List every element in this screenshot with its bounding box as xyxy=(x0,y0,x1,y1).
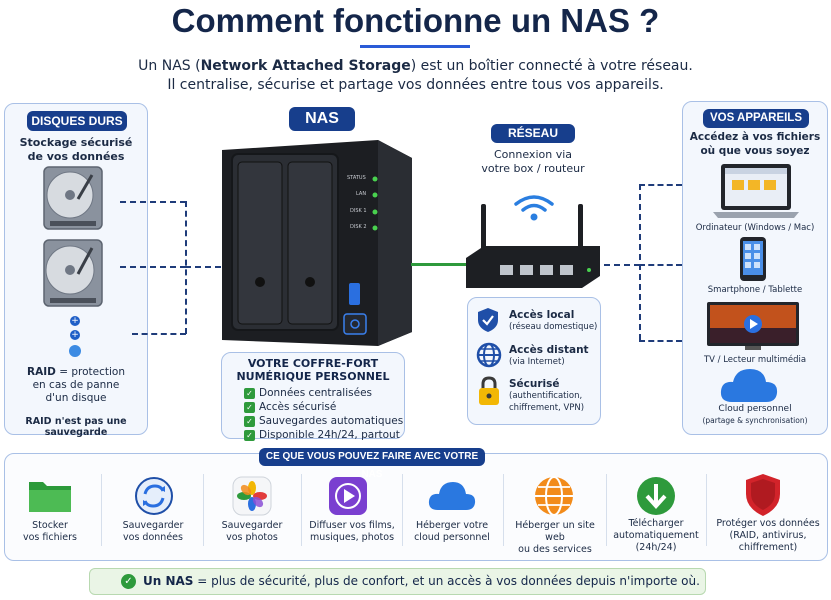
lock-icon xyxy=(479,376,499,405)
connector-line xyxy=(639,340,682,342)
play-icon xyxy=(329,477,367,515)
separator xyxy=(301,474,302,546)
indicator-label: LAN xyxy=(356,191,367,197)
indicator-label: DISK 1 xyxy=(350,208,367,214)
photos-icon xyxy=(232,476,272,516)
check-icon: ✓ xyxy=(244,415,255,427)
feature-item: ✓Données centralisées xyxy=(244,386,403,400)
uses-badge: CE QUE VOUS POUVEZ FAIRE AVEC VOTRE NAS xyxy=(259,448,485,480)
vault-features: ✓Données centralisées ✓Accès sécurisé ✓S… xyxy=(244,386,403,442)
laptop-icon xyxy=(713,164,799,218)
remote-access: Accès distant (via Internet) xyxy=(509,344,589,367)
page-subtitle: Un NAS (Network Attached Storage) est un… xyxy=(138,58,693,93)
separator xyxy=(203,474,204,546)
feature-item: ✓Disponible 24h/24, partout xyxy=(244,428,403,442)
phone-label: Smartphone / Tablette xyxy=(707,285,803,295)
connector-line xyxy=(120,266,186,268)
sync-backup-icon xyxy=(135,477,173,515)
separator xyxy=(503,474,504,546)
footer-text: Un NAS = plus de sécurité, plus de confo… xyxy=(143,574,700,588)
secure-access: Sécurisé (authentification, chiffrement,… xyxy=(509,378,585,413)
connector-line xyxy=(185,266,221,268)
hard-disk-icon xyxy=(43,166,103,230)
check-icon: ✓ xyxy=(244,401,255,413)
connector-line xyxy=(604,264,640,266)
connector-line xyxy=(639,264,682,266)
raid-warning: RAID n'est pas une sauvegarde xyxy=(25,416,127,438)
connector-line xyxy=(639,184,682,186)
nas-badge: NAS xyxy=(289,107,355,131)
add-disk-icon: + xyxy=(70,316,80,326)
disks-badge: DISQUES DURS xyxy=(27,111,127,131)
hard-disk-icon xyxy=(43,239,103,307)
connector-line xyxy=(639,184,641,340)
smartphone-icon xyxy=(740,237,766,281)
tv-label: TV / Lecteur multimédia xyxy=(703,355,807,365)
cloud-label: Cloud personnel (partage & synchronisati… xyxy=(702,404,808,425)
check-icon: ✓ xyxy=(244,387,255,399)
add-disk-icon: + xyxy=(70,330,80,340)
page-title: Comment fonctionne un NAS ? xyxy=(171,2,660,39)
shield-protect-icon xyxy=(746,474,780,516)
connector-line xyxy=(120,201,186,203)
shield-icon xyxy=(478,308,498,332)
web-globe-icon xyxy=(535,476,573,516)
raid-description: RAID = protection en cas de panne d'un d… xyxy=(27,366,125,404)
check-icon: ✓ xyxy=(244,429,255,441)
wifi-icon xyxy=(514,195,554,221)
cloud-icon xyxy=(428,482,476,510)
router-device xyxy=(466,204,600,288)
ethernet-cable xyxy=(411,263,469,266)
separator xyxy=(706,474,707,546)
download-icon xyxy=(637,477,675,515)
footer-banner xyxy=(89,568,706,595)
tv-icon xyxy=(707,302,799,350)
separator xyxy=(402,474,403,546)
separator xyxy=(101,474,102,546)
uses-panel xyxy=(4,453,828,561)
folder-icon xyxy=(29,482,71,512)
indicator-label: STATUS xyxy=(347,175,366,181)
devices-badge: VOS APPAREILS xyxy=(703,109,809,128)
connector-line xyxy=(132,333,186,335)
use-stream-media: Diffuser vos films,musiques, photos xyxy=(309,520,395,543)
feature-item: ✓Accès sécurisé xyxy=(244,400,403,414)
cloud-icon xyxy=(720,369,778,402)
computer-label: Ordinateur (Windows / Mac) xyxy=(695,223,815,233)
local-access: Accès local (réseau domestique) xyxy=(509,309,598,332)
globe-icon xyxy=(476,342,502,368)
title-underline xyxy=(360,45,470,48)
nas-device xyxy=(222,140,412,346)
check-circle-icon: ✓ xyxy=(121,574,136,589)
disk-slot-dot xyxy=(69,345,81,357)
indicator-label: DISK 2 xyxy=(350,224,367,230)
separator xyxy=(606,474,607,546)
network-badge: RÉSEAU xyxy=(491,124,575,143)
use-protect-data: Protéger vos données(RAID, antivirus,chi… xyxy=(716,518,820,553)
feature-item: ✓Sauvegardes automatiques xyxy=(244,414,403,428)
